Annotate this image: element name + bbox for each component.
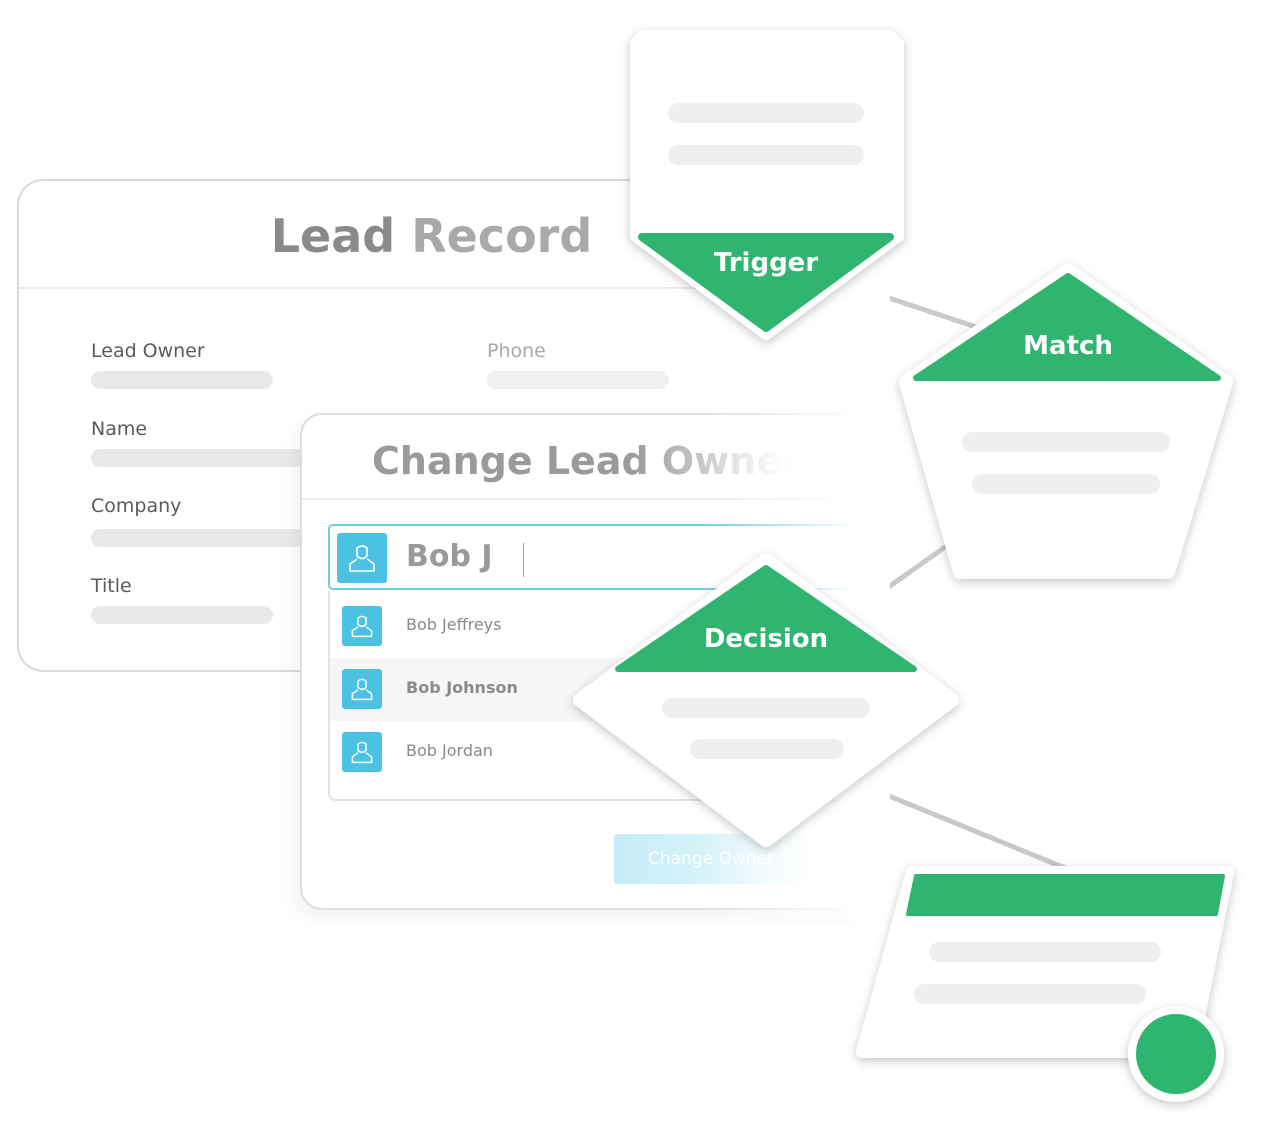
phone-label: Phone xyxy=(487,340,546,362)
user-icon xyxy=(337,533,387,583)
owner-result-name: Bob Jeffreys xyxy=(406,615,502,634)
match-node[interactable] xyxy=(899,263,1233,579)
company-label: Company xyxy=(91,495,182,517)
lead-record-title-second: Record xyxy=(411,209,593,263)
company-value-bar xyxy=(91,529,321,547)
owner-search-value: Bob J xyxy=(406,539,493,574)
trigger-label: Trigger xyxy=(713,248,819,278)
lead-record-divider xyxy=(19,287,877,289)
decision-placeholder-line xyxy=(662,698,870,718)
match-header-shape xyxy=(913,273,1221,381)
user-icon xyxy=(342,732,382,772)
user-icon xyxy=(342,669,382,709)
change-owner-divider xyxy=(302,498,860,500)
output-status-dot[interactable] xyxy=(1128,1006,1224,1102)
owner-result-item[interactable]: Bob Jordan xyxy=(330,721,848,784)
output-placeholder-line xyxy=(914,984,1146,1004)
trigger-node[interactable] xyxy=(630,30,904,340)
phone-value-bar xyxy=(487,371,669,389)
match-placeholder-line xyxy=(962,432,1170,452)
trigger-placeholder-line xyxy=(668,103,864,123)
text-caret xyxy=(523,543,524,577)
title-value-bar xyxy=(91,606,273,624)
output-node[interactable] xyxy=(856,866,1234,1102)
output-header-bar xyxy=(906,874,1225,916)
name-label: Name xyxy=(91,418,148,440)
lead-record-title: Lead Record xyxy=(19,209,844,263)
owner-result-name: Bob Johnson xyxy=(406,678,518,697)
trigger-placeholder-line xyxy=(668,145,864,165)
owner-result-item[interactable]: Bob Jeffreys xyxy=(330,595,848,658)
decision-node[interactable] xyxy=(573,553,959,847)
decision-label: Decision xyxy=(703,624,829,654)
user-icon xyxy=(342,606,382,646)
match-placeholder-line xyxy=(972,474,1160,494)
decision-placeholder-line xyxy=(690,739,844,759)
title-label: Title xyxy=(91,575,132,597)
name-value-bar xyxy=(91,449,321,467)
lead-owner-value-bar xyxy=(91,371,273,389)
lead-owner-label: Lead Owner xyxy=(91,340,205,362)
output-placeholder-line xyxy=(929,942,1161,962)
match-label: Match xyxy=(1023,331,1113,361)
owner-result-name: Bob Jordan xyxy=(406,741,493,760)
lead-record-title-first: Lead xyxy=(270,209,396,263)
